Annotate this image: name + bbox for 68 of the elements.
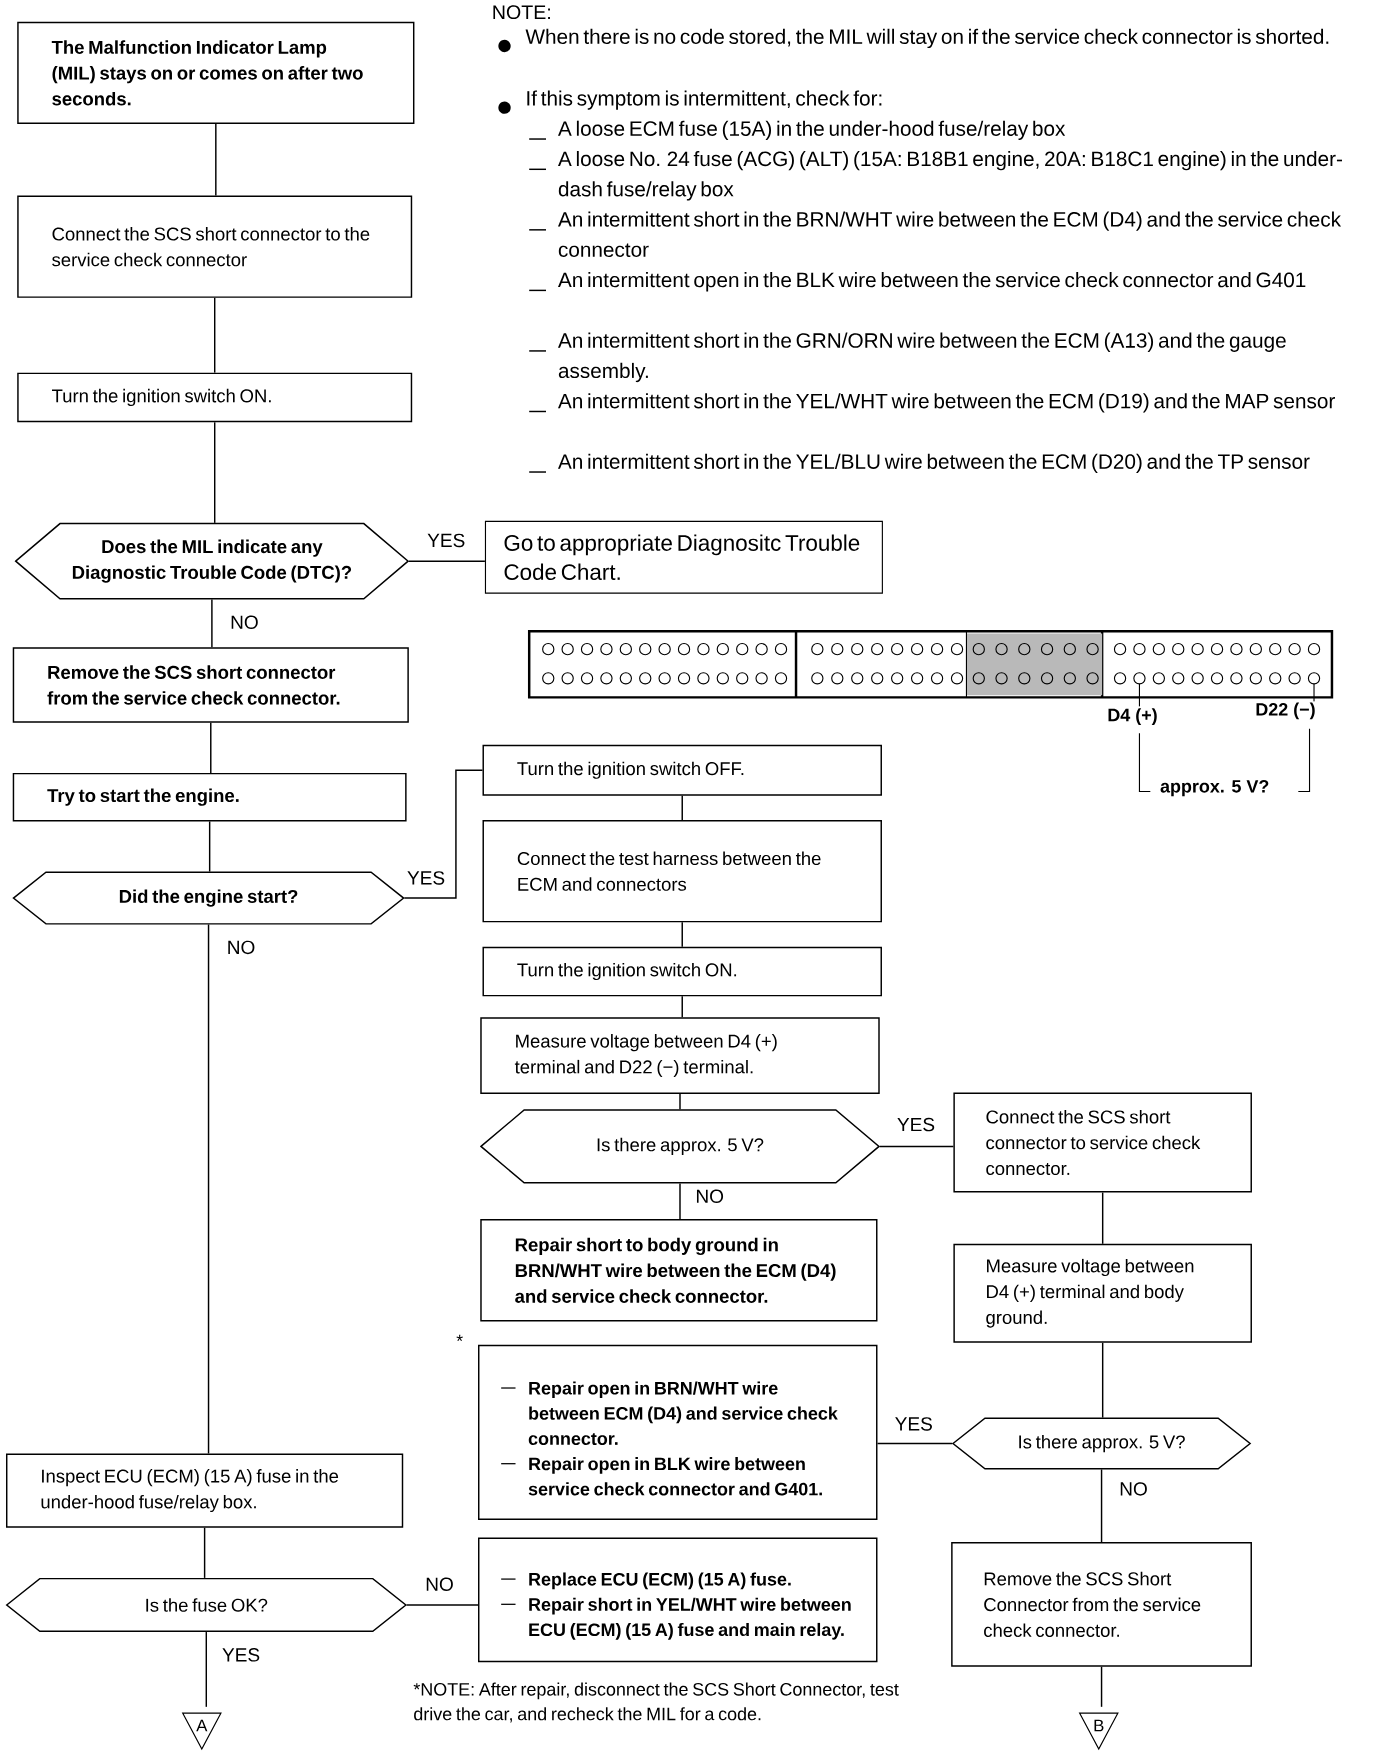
- process-box: Connect the SCS short connector to the service check connector: [17, 195, 413, 298]
- note-text: An intermittent open in the BLK wire between the service check connector and G401: [558, 272, 1306, 292]
- connector-line: [679, 1093, 681, 1110]
- footnote-mark: *: [456, 1334, 464, 1342]
- terminal-label: approx. 5 V?: [1159, 778, 1271, 798]
- process-box: Repair open in BRN/WHT wire between ECM (D4) and service check connector. Repair open in BLK wire between service check connector and G401.: [478, 1344, 878, 1520]
- footnote-text: *NOTE: After repair, disconnect the SCS Short Connector, test drive the car, and recheck the MIL for a code.: [413, 1682, 899, 1723]
- connector-line: [204, 1527, 206, 1579]
- connector-line: [209, 820, 211, 873]
- connector-line: [214, 297, 216, 374]
- connector-line: [207, 923, 210, 1455]
- connector-line: [214, 421, 216, 524]
- process-box: Turn the ignition switch ON.: [17, 372, 413, 423]
- connector-line: [1101, 1666, 1103, 1708]
- process-box: Inspect ECU (ECM) (15 A) fuse in the under-hood fuse/relay box.: [6, 1453, 404, 1528]
- edge-label: NO: [229, 614, 260, 631]
- connector-line: [679, 1182, 681, 1220]
- connector-line: [403, 769, 484, 899]
- process-box: Measure voltage between D4 (+) terminal and D22 (−) terminal.: [480, 1017, 880, 1094]
- edge-label: YES: [893, 1416, 935, 1432]
- decision-hexagon: Is there approx. 5 V?: [480, 1109, 881, 1184]
- connector-line: [681, 794, 684, 821]
- process-box: Connect the test harness between the ECM and connectors: [482, 820, 883, 923]
- process-box: Repair short to body ground in BRN/WHT wire between the ECM (D4) and service check connector.: [480, 1219, 878, 1322]
- note-heading: NOTE:: [493, 5, 551, 20]
- connector-line: [1102, 1191, 1104, 1245]
- process-box: Measure voltage between D4 (+) terminal and body ground.: [953, 1243, 1253, 1343]
- terminal-label: D22 (−): [1254, 701, 1317, 721]
- edge-label: NO: [1118, 1481, 1150, 1497]
- connector-line: [876, 1442, 954, 1445]
- note-text: An intermittent short in the YEL/WHT wire between the ECM (D19) and the MAP sensor: [558, 393, 1336, 413]
- process-box: Remove the SCS short connector from the service check connector.: [12, 647, 409, 723]
- decision-hexagon: Is there approx. 5 V?: [952, 1417, 1252, 1470]
- connector-line: [406, 1604, 479, 1606]
- edge-label: NO: [694, 1188, 726, 1205]
- terminal-label: D4 (+): [1106, 707, 1159, 727]
- connector-line: [879, 1145, 955, 1148]
- note-text: When there is no code stored, the MIL will stay on if the service check connector is shorted.: [525, 28, 1329, 49]
- note-text: If this symptom is intermittent, check for:: [527, 90, 882, 110]
- connector-line: [205, 1631, 208, 1708]
- note-text: An intermittent short in the GRN/ORN wire between the ECM (A13) and the gauge assembly.: [558, 332, 1286, 383]
- edge-label: YES: [895, 1116, 937, 1133]
- note-text: An intermittent short in the YEL/BLU wire between the ECM (D20) and the TP sensor: [558, 453, 1310, 473]
- edge-label: NO: [424, 1576, 456, 1593]
- process-box: The Malfunction Indicator Lamp (MIL) stays on or comes on after two seconds.: [17, 21, 415, 125]
- connector-line: [215, 123, 217, 197]
- process-box: Remove the SCS Short Connector from the service check connector.: [951, 1542, 1253, 1667]
- process-box: Replace ECU (ECM) (15 A) fuse. Repair short in YEL/WHT wire between ECU (ECM) (15 A) fuse and main relay.: [478, 1537, 878, 1663]
- connector-line: [681, 921, 684, 948]
- note-text: A loose No. 24 fuse (ACG) (ALT) (15A: B18B1 engine, 20A: B18C1 engine) in the under-dash fuse/relay box: [558, 150, 1343, 201]
- process-box: Try to start the engine.: [12, 772, 407, 822]
- process-box: Connect the SCS short connector to service check connector.: [953, 1092, 1253, 1193]
- process-box: Turn the ignition switch ON.: [482, 946, 883, 997]
- connector-line: [1101, 1468, 1103, 1543]
- edge-label: YES: [406, 870, 447, 886]
- edge-label: YES: [221, 1647, 262, 1663]
- process-box: Go to appropriate Diagnositc Trouble Code Chart.: [485, 520, 884, 594]
- note-text: An intermittent short in the BRN/WHT wire between the ECM (D4) and the service check connector: [558, 211, 1342, 258]
- edge-label: YES: [426, 532, 467, 549]
- decision-hexagon: Did the engine start?: [12, 871, 405, 925]
- note-text: A loose ECM fuse (15A) in the under-hood fuse/relay box: [558, 120, 1066, 141]
- edge-label: NO: [225, 939, 257, 956]
- connector-line: [681, 995, 684, 1019]
- connector-line: [210, 722, 212, 774]
- connector-line: [408, 560, 486, 562]
- process-box: Turn the ignition switch OFF.: [482, 744, 883, 796]
- connector-line: [211, 598, 213, 649]
- connector-line: [1102, 1342, 1104, 1419]
